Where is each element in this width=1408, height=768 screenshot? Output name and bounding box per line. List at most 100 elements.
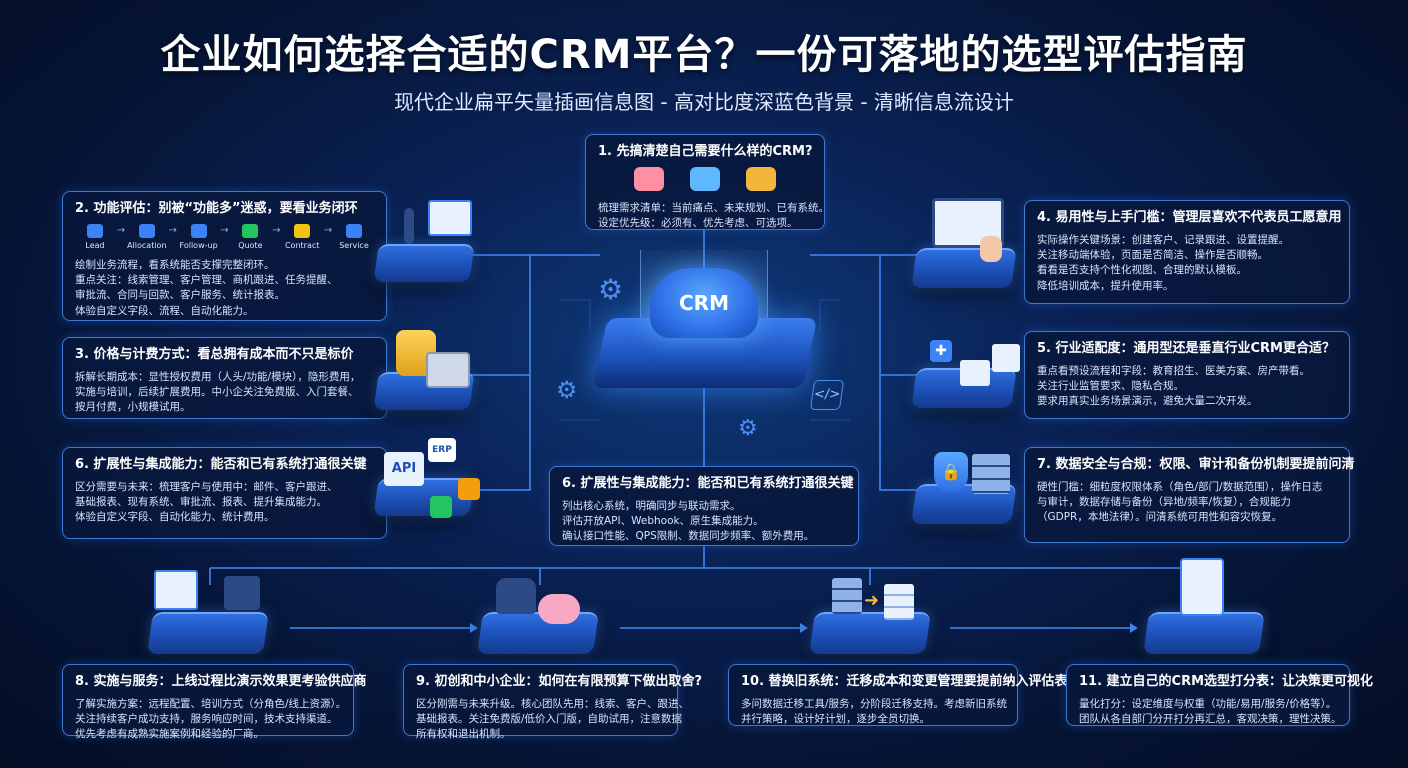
card-line: 绘制业务流程，看系统能否支撑完整闭环。 bbox=[75, 258, 275, 271]
calculator-icon bbox=[426, 352, 470, 388]
priority-icon bbox=[746, 166, 776, 191]
card-line: 实际操作关键场景：创建客户、记录跟进、设置提醒。 bbox=[1037, 233, 1289, 246]
card-title: 7. 数据安全与合规：权限、审计和备份机制要提前问清 bbox=[1037, 457, 1355, 472]
card-pricing: 3. 价格与计费方式：看总拥有成本而不只是标价 拆解长期成本：显性授权费用（人头… bbox=[62, 337, 387, 419]
card-line: 梳理需求清单：当前痛点、未来规划、已有系统。 bbox=[598, 201, 829, 214]
lead-icon bbox=[87, 223, 103, 238]
piggy-bank-icon bbox=[538, 594, 580, 624]
hand-pointer-icon bbox=[980, 236, 1002, 262]
smb-platform bbox=[477, 612, 599, 654]
gear-icon: ⚙ bbox=[598, 273, 624, 306]
house-icon bbox=[960, 360, 990, 386]
card-needs: 1. 先搞清楚自己需要什么样的CRM? 梳理需求清单：当前痛点、未来规划、已有系… bbox=[585, 134, 829, 230]
erp-badge-icon: ERP bbox=[428, 438, 456, 462]
card-line: 看看是否支持个性化视图、合理的默认模板。 bbox=[1037, 264, 1247, 277]
card-line: 硬性门槛：细粒度权限体系（角色/部门/数据范围），操作日志 bbox=[1037, 480, 1323, 493]
chat-app-icon bbox=[430, 496, 452, 518]
features-platform bbox=[373, 244, 475, 282]
arrow-icon: → bbox=[323, 224, 333, 236]
card-line: 所有权和退出机制。 bbox=[416, 728, 511, 741]
card-line: 并行策略，设计好计划，逐步全员切换。 bbox=[741, 713, 930, 726]
card-security: 7. 数据安全与合规：权限、审计和备份机制要提前问清 硬性门槛：细粒度权限体系（… bbox=[1024, 447, 1355, 543]
card-title: 8. 实施与服务：上线过程比演示效果更考验供应商 bbox=[75, 674, 367, 689]
card-migration: 10. 替换旧系统：迁移成本和变更管理要提前纳入评估表 多问数据迁移工具/服务，… bbox=[728, 664, 1068, 726]
people-icon bbox=[496, 578, 536, 614]
card-line: 与审计，数据存储与备份（异地/频率/恢复），合规能力 bbox=[1037, 496, 1291, 509]
card-line: 实施与培训，后续扩展费用。中小企关注免费版、入门套餐、 bbox=[75, 386, 359, 399]
gear-icon: ⚙ bbox=[738, 416, 758, 441]
page-title: 企业如何选择合适的CRM平台？一份可落地的选型评估指南 bbox=[160, 32, 1248, 78]
map-icon bbox=[690, 166, 720, 191]
business-flow: Lead → Allocation → Follow-up → Quote → … bbox=[75, 223, 374, 250]
card-line: 体验自定义字段、流程、自动化能力。 bbox=[75, 304, 254, 317]
crm-cloud-icon: CRM bbox=[650, 268, 758, 338]
checklist-icon bbox=[1180, 558, 1224, 616]
card-title: 5. 行业适配度：通用型还是垂直行业CRM更合适？ bbox=[1037, 341, 1335, 356]
card-title: 3. 价格与计费方式：看总拥有成本而不只是标价 bbox=[75, 347, 354, 362]
card-title: 4. 易用性与上手门槛：管理层喜欢不代表员工愿意用 bbox=[1037, 210, 1342, 225]
card-line: 要求用真实业务场景演示，避免大量二次开发。 bbox=[1037, 395, 1258, 408]
card-title: 2. 功能评估：别被“功能多”迷惑，要看业务闭环 bbox=[75, 201, 358, 216]
allocation-icon bbox=[138, 223, 155, 238]
card-smb: 9. 初创和中小企业：如何在有限预算下做出取舍? 区分刚需与未来升级。核心团队先… bbox=[403, 664, 703, 740]
card-line: 了解实施方案：远程配置、培训方式（分角色/线上资源）。 bbox=[75, 697, 347, 710]
page-subtitle: 现代企业扁平矢量插画信息图 - 高对比度深蓝色背景 - 清晰信息流设计 bbox=[394, 90, 1014, 114]
card-line: 基础报表、现有系统、审批流、报表、提升集成能力。 bbox=[75, 496, 327, 509]
flow-step: Service bbox=[334, 223, 374, 250]
card-line: 团队从各自部门分开打分再汇总，客观决策，理性决策。 bbox=[1079, 713, 1342, 726]
card-line: （GDPR，本地法律）。问清系统可用性和容灾恢复。 bbox=[1037, 511, 1283, 524]
card-line: 列出核心系统，明确同步与联动需求。 bbox=[562, 499, 741, 512]
card-line: 确认接口性能、QPS限制、数据同步频率、额外费用。 bbox=[562, 530, 815, 543]
card-implementation: 8. 实施与服务：上线过程比演示效果更考验供应商 了解实施方案：远程配置、培训方… bbox=[62, 664, 367, 740]
card-line: 关注持续客户成功支持，服务响应时间，技术支持渠道。 bbox=[75, 713, 338, 726]
card-line: 重点关注：线索管理、客户管理、商机跟进、任务提醒、 bbox=[75, 274, 338, 287]
card-line: 优先考虑有成熟实施案例和经验的厂商。 bbox=[75, 728, 264, 741]
shield-lock-icon: 🔒 bbox=[934, 452, 968, 492]
card-usability: 4. 易用性与上手门槛：管理层喜欢不代表员工愿意用 实际操作关键场景：创建客户、… bbox=[1024, 200, 1350, 304]
card-line: 关注行业监管要求、隐私合规。 bbox=[1037, 380, 1184, 393]
arrow-icon: → bbox=[168, 224, 177, 236]
arrow-icon: → bbox=[272, 224, 281, 236]
card-title: 10. 替换旧系统：迁移成本和变更管理要提前纳入评估表 bbox=[741, 674, 1068, 689]
old-server-icon bbox=[832, 578, 862, 614]
card-title: 9. 初创和中小企业：如何在有限预算下做出取舍? bbox=[416, 674, 703, 689]
card-line: 多问数据迁移工具/服务，分阶段迁移支持。考虑新旧系统 bbox=[741, 697, 1008, 710]
new-server-icon bbox=[884, 584, 914, 620]
card-title: 6. 扩展性与集成能力：能否和已有系统打通很关键 bbox=[75, 457, 367, 472]
card-line: 按月付费，小规模试用。 bbox=[75, 401, 191, 414]
presentation-board-icon bbox=[154, 570, 198, 610]
card-integration-left: 6. 扩展性与集成能力：能否和已有系统打通很关键 区分需要与未来：梳理客户与使用… bbox=[62, 447, 387, 539]
school-icon bbox=[992, 344, 1020, 372]
card-line: 设定优先级：必须有、优先考虑、可选项。 bbox=[598, 217, 798, 230]
arrow-icon: → bbox=[116, 224, 126, 236]
card-line: 基础报表。关注免费版/低价入门版，自助试用，注意数据 bbox=[416, 713, 683, 726]
code-icon: </> bbox=[809, 380, 845, 410]
contract-icon bbox=[294, 223, 311, 238]
person-icon bbox=[404, 208, 414, 244]
gear-icon: ⚙ bbox=[556, 376, 578, 404]
arrow-icon: → bbox=[220, 224, 229, 236]
card-line: 降低培训成本，提升使用率。 bbox=[1037, 279, 1174, 292]
card-industry: 5. 行业适配度：通用型还是垂直行业CRM更合适？ 重点看预设流程和字段：教育招… bbox=[1024, 331, 1350, 419]
medical-icon: ✚ bbox=[930, 340, 952, 362]
flow-step: Allocation bbox=[127, 223, 167, 250]
card-line: 关注移动端体验，页面是否简洁、操作是否顺畅。 bbox=[1037, 249, 1268, 262]
service-icon bbox=[345, 223, 362, 238]
card-title: 6. 扩展性与集成能力：能否和已有系统打通很关键 bbox=[562, 476, 854, 491]
card-line: 体验自定义字段、自动化能力、统计费用。 bbox=[75, 511, 275, 524]
brain-icon bbox=[634, 166, 664, 191]
card-features: 2. 功能评估：别被“功能多”迷惑，要看业务闭环 Lead → Allocati… bbox=[62, 191, 387, 321]
team-icon bbox=[224, 576, 260, 610]
card-title: 1. 先搞清楚自己需要什么样的CRM? bbox=[598, 144, 813, 159]
app-icon bbox=[458, 478, 480, 500]
card-line: 审批流、合同与回款、客户服务、统计报表。 bbox=[75, 289, 285, 302]
card-title: 11. 建立自己的CRM选型打分表：让决策更可视化 bbox=[1079, 674, 1374, 689]
card-line: 重点看预设流程和字段：教育招生、医美方案、房产带看。 bbox=[1037, 364, 1310, 377]
card-scorecard: 11. 建立自己的CRM选型打分表：让决策更可视化 量化打分：设定维度与权重（功… bbox=[1066, 664, 1374, 726]
flow-step: Quote bbox=[230, 223, 270, 250]
card-line: 区分刚需与未来升级。核心团队先用：线索、客户、跟进、 bbox=[416, 697, 689, 710]
crm-hub-label: CRM bbox=[679, 291, 729, 315]
card-line: 区分需要与未来：梳理客户与使用中：邮件、客户跟进、 bbox=[75, 480, 338, 493]
flow-step: Contract bbox=[282, 223, 322, 250]
